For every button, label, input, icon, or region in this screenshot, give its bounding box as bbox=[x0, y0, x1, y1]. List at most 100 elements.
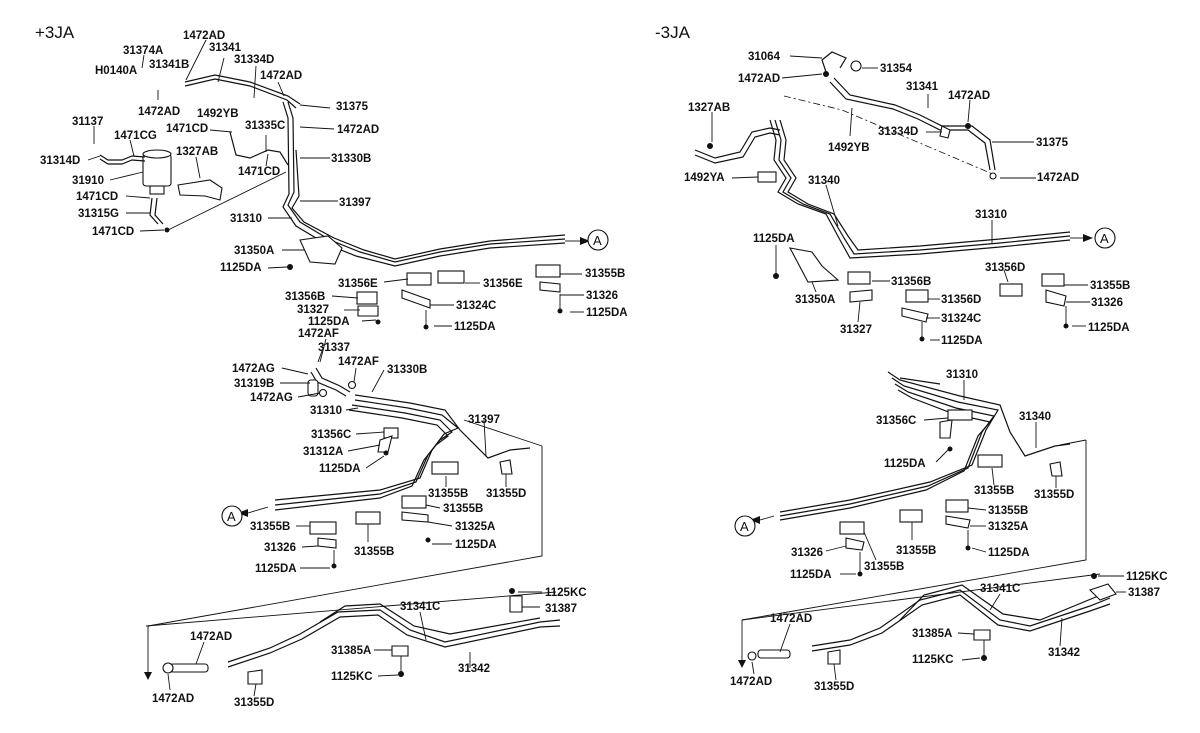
svg-text:A: A bbox=[593, 233, 602, 248]
part-label: 31341B bbox=[149, 59, 189, 71]
part-label: 1472AD bbox=[138, 106, 180, 118]
svg-text:A: A bbox=[227, 509, 236, 524]
variant-label-left: +3JA bbox=[35, 23, 75, 42]
part-label: 31330B bbox=[387, 364, 427, 376]
part-label: 1471CG bbox=[114, 130, 157, 142]
part-label: 31397 bbox=[339, 197, 371, 209]
left-upper-clips bbox=[287, 235, 563, 330]
part-label: 1492YA bbox=[684, 172, 725, 184]
part-label: 31355B bbox=[864, 561, 904, 573]
part-label: 1125DA bbox=[220, 262, 262, 274]
ref-marker-a-left-lower: A bbox=[221, 505, 243, 527]
left-bottom-pipe-section bbox=[144, 588, 561, 685]
part-label: 1125KC bbox=[331, 671, 373, 683]
part-label: 31341C bbox=[980, 583, 1020, 595]
left-part-labels: 1472AD 31374A 31341 31334D 1472AD H0140A… bbox=[40, 30, 628, 709]
part-label: 1471CD bbox=[76, 191, 118, 203]
part-label: 31314D bbox=[40, 155, 80, 167]
part-label: 31385A bbox=[331, 645, 371, 657]
fuel-filter-assembly bbox=[99, 149, 287, 233]
left-variant-diagram: +3JA bbox=[35, 23, 628, 709]
part-label: 31374A bbox=[123, 45, 163, 57]
part-label: 31342 bbox=[458, 663, 490, 675]
part-label: 31324C bbox=[941, 313, 981, 325]
part-label: 31334D bbox=[234, 54, 274, 66]
part-label: 1472AD bbox=[190, 631, 232, 643]
part-label: 31340 bbox=[1019, 411, 1051, 423]
part-label: 1471CD bbox=[238, 166, 280, 178]
part-label: 1492YB bbox=[828, 142, 870, 154]
part-label: 31387 bbox=[545, 603, 577, 615]
part-label: 1472AD bbox=[738, 73, 780, 85]
part-label: 31326 bbox=[791, 547, 823, 559]
part-label: 31356E bbox=[483, 278, 523, 290]
part-label: 1125KC bbox=[912, 654, 954, 666]
part-label: 31341C bbox=[400, 601, 440, 613]
right-upper-pipe-bundle bbox=[694, 51, 1093, 259]
part-label: 1472AD bbox=[730, 676, 772, 688]
part-label: 31356B bbox=[891, 276, 931, 288]
part-label: 31355B bbox=[443, 503, 483, 515]
part-label: 31315G bbox=[78, 208, 119, 220]
part-label: 31355D bbox=[234, 697, 274, 709]
right-leader-lines bbox=[711, 55, 1126, 681]
right-bottom-pipe-section bbox=[738, 573, 1117, 668]
part-label: 1125DA bbox=[1088, 322, 1130, 334]
part-label: H0140A bbox=[95, 65, 137, 77]
part-label: 31355D bbox=[1034, 489, 1074, 501]
part-label: 1125DA bbox=[454, 321, 496, 333]
part-label: 1471CD bbox=[92, 226, 134, 238]
ref-marker-a-right-upper: A bbox=[1094, 227, 1116, 249]
part-label: 31335C bbox=[245, 120, 285, 132]
part-label: 31312A bbox=[303, 446, 343, 458]
part-label: 31341 bbox=[906, 81, 939, 93]
part-label: 1125DA bbox=[308, 316, 350, 328]
part-label: 1472AD bbox=[183, 30, 225, 42]
part-label: 31342 bbox=[1048, 647, 1080, 659]
part-label: 1472AD bbox=[337, 124, 379, 136]
part-label: 31375 bbox=[336, 101, 369, 113]
variant-label-right: -3JA bbox=[655, 23, 691, 42]
part-label: 31355B bbox=[428, 488, 468, 500]
part-label: 31350A bbox=[795, 294, 835, 306]
part-label: 31334D bbox=[878, 126, 918, 138]
ref-marker-a-right-lower: A bbox=[734, 515, 756, 537]
svg-text:A: A bbox=[1100, 231, 1109, 246]
part-label: 31137 bbox=[72, 116, 103, 128]
part-label: 1125DA bbox=[753, 233, 795, 245]
part-label: 31355B bbox=[1090, 280, 1130, 292]
right-upper-clips bbox=[773, 245, 1069, 342]
part-label: 1125KC bbox=[1126, 571, 1168, 583]
part-label: 31350A bbox=[234, 245, 274, 257]
part-label: 1125DA bbox=[319, 463, 361, 475]
part-label: 31355B bbox=[585, 268, 625, 280]
part-label: 1327AB bbox=[688, 102, 730, 114]
part-label: 1472AD bbox=[1037, 172, 1079, 184]
part-label: 1125KC bbox=[545, 587, 587, 599]
part-label: 31310 bbox=[310, 405, 342, 417]
part-label: 1472AD bbox=[770, 613, 812, 625]
part-label: 1472AD bbox=[260, 70, 302, 82]
part-label: 31356B bbox=[285, 291, 325, 303]
part-label: 31327 bbox=[840, 324, 872, 336]
part-label: 1327AB bbox=[176, 146, 218, 158]
part-label: 31355D bbox=[486, 488, 526, 500]
part-label: 31355B bbox=[354, 546, 394, 558]
part-label: 1125DA bbox=[884, 458, 926, 470]
part-label: 1125DA bbox=[988, 547, 1030, 559]
part-label: 31356C bbox=[876, 415, 916, 427]
svg-text:A: A bbox=[740, 519, 749, 534]
part-label: 31326 bbox=[1091, 297, 1123, 309]
part-label: 1492YB bbox=[197, 108, 239, 120]
part-label: 31356D bbox=[941, 294, 981, 306]
part-label: 1472AG bbox=[250, 392, 293, 404]
part-label: 31310 bbox=[230, 213, 262, 225]
part-label: 1472AD bbox=[948, 90, 990, 102]
part-label: 31337 bbox=[318, 342, 350, 354]
part-label: 31355B bbox=[896, 545, 936, 557]
part-label: 31064 bbox=[748, 51, 781, 63]
part-label: 31375 bbox=[1036, 137, 1069, 149]
part-label: 31385A bbox=[912, 628, 952, 640]
part-label: 31356E bbox=[338, 278, 378, 290]
part-label: 1472AF bbox=[298, 328, 339, 340]
